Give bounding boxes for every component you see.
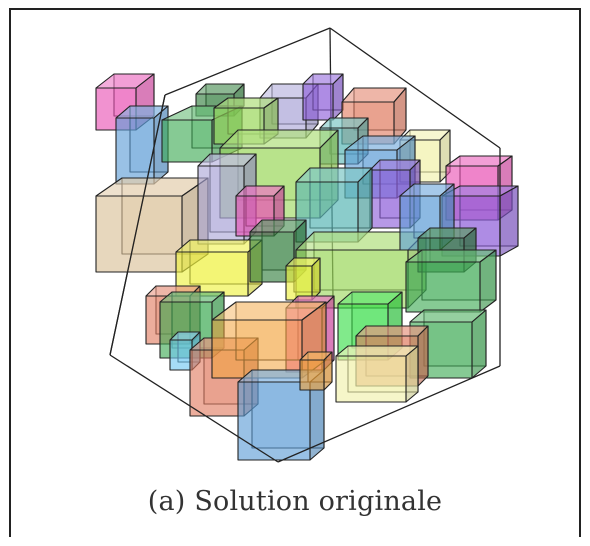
box-violet-top [302, 73, 344, 121]
box-blue-front-front [237, 381, 311, 461]
box-yellow-small-front [285, 265, 313, 301]
container-edge [277, 365, 501, 463]
box-blue-left [115, 105, 169, 185]
box-green-left-front [161, 119, 213, 163]
container-edge [109, 354, 279, 463]
box-paleyellow-low-front [335, 355, 407, 403]
box-violet-top-front [302, 83, 334, 121]
box-paleyellow-low-top [335, 345, 419, 357]
container-edge [329, 27, 501, 149]
boxes-layer [95, 27, 519, 463]
container-edge [109, 94, 166, 356]
box-yellow-small-side [311, 257, 321, 301]
box-magenta-left [95, 73, 155, 131]
box-paleyellow-low-side [405, 345, 419, 403]
figure-caption: (a) Solution originale [147, 486, 443, 517]
box-tan-front-front [211, 319, 303, 379]
box-teal-center [295, 167, 373, 243]
box-salmon-lowright-top [355, 325, 429, 337]
box-lime-big-top [219, 129, 339, 149]
box-salmon-lowright-side [417, 325, 429, 387]
box-yellow-long-top [175, 239, 263, 253]
box-yellow-front [299, 351, 333, 391]
box-tan-big-front [95, 195, 183, 273]
box-sky-small-front [169, 339, 193, 371]
container-edge [164, 27, 331, 96]
box-paleyellow-low [335, 345, 419, 403]
box-yellow-small [285, 257, 321, 301]
box-green-right [405, 249, 497, 313]
box-yellow-front-front [299, 359, 325, 391]
box-green-lowright-side [471, 309, 487, 379]
box-green-right-front [405, 261, 481, 313]
box-blue-right-side [499, 185, 519, 257]
box-yellow-long-front [175, 251, 249, 297]
box-yellow-mid [213, 97, 279, 145]
